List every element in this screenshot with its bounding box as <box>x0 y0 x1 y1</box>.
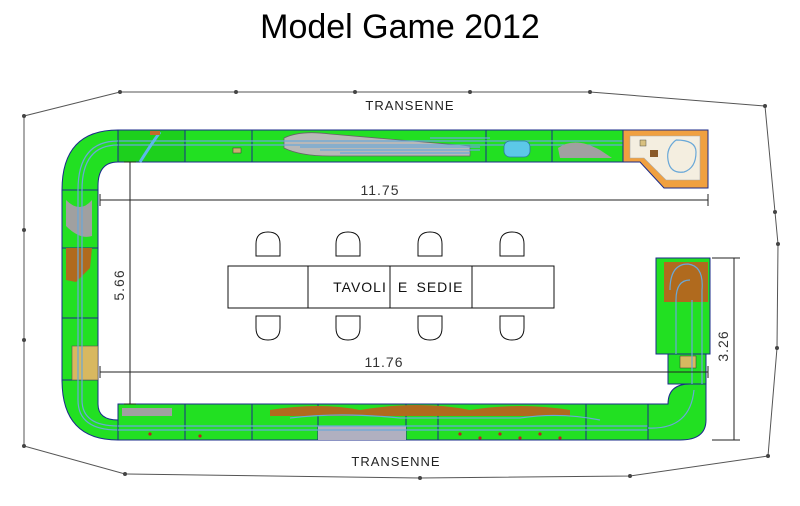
building-top-1 <box>150 131 160 135</box>
track-bottom <box>118 414 648 431</box>
barrier-label-bottom: TRANSENNE <box>351 454 440 469</box>
rocks-top <box>558 142 612 158</box>
chairs-bottom <box>255 315 525 341</box>
track-left <box>77 140 119 431</box>
building-top-2 <box>232 147 242 154</box>
tables <box>227 265 555 309</box>
chairs-top <box>255 231 525 257</box>
gravel-left <box>66 200 92 237</box>
pond <box>503 140 531 158</box>
earth-patch-left <box>66 248 92 282</box>
dim-line-top <box>99 194 709 206</box>
module-bottom-right-curve <box>647 383 707 441</box>
tables-label-word3: SEDIE <box>416 279 463 295</box>
dim-line-bottom <box>99 366 709 378</box>
track-top <box>118 137 623 154</box>
track-bottom-right <box>647 389 695 429</box>
barrier-outline <box>23 91 779 479</box>
dimension-left-height: 5.66 <box>111 269 127 300</box>
trees-bottom <box>148 432 562 440</box>
dim-line-right <box>712 257 740 441</box>
tables-label-word2: E <box>398 279 408 295</box>
barrier-posts <box>22 90 780 480</box>
gravel-bottom-2 <box>318 426 406 440</box>
tables-label-word1: TAVOLI <box>333 279 387 295</box>
module-left-strip <box>61 129 119 441</box>
gravel-bottom-1 <box>122 408 172 416</box>
earth-bottom <box>270 405 570 416</box>
dimension-top-length: 11.75 <box>361 182 400 198</box>
track-right <box>669 263 703 384</box>
page-title: Model Game 2012 <box>260 8 540 46</box>
platform-left <box>71 345 99 381</box>
barrier-label-top: TRANSENNE <box>365 98 454 113</box>
dimension-bottom-length: 11.76 <box>365 354 404 370</box>
dimension-right-height: 3.26 <box>715 330 731 361</box>
dim-line-left <box>124 161 136 405</box>
module-top-right-corner <box>622 129 709 189</box>
